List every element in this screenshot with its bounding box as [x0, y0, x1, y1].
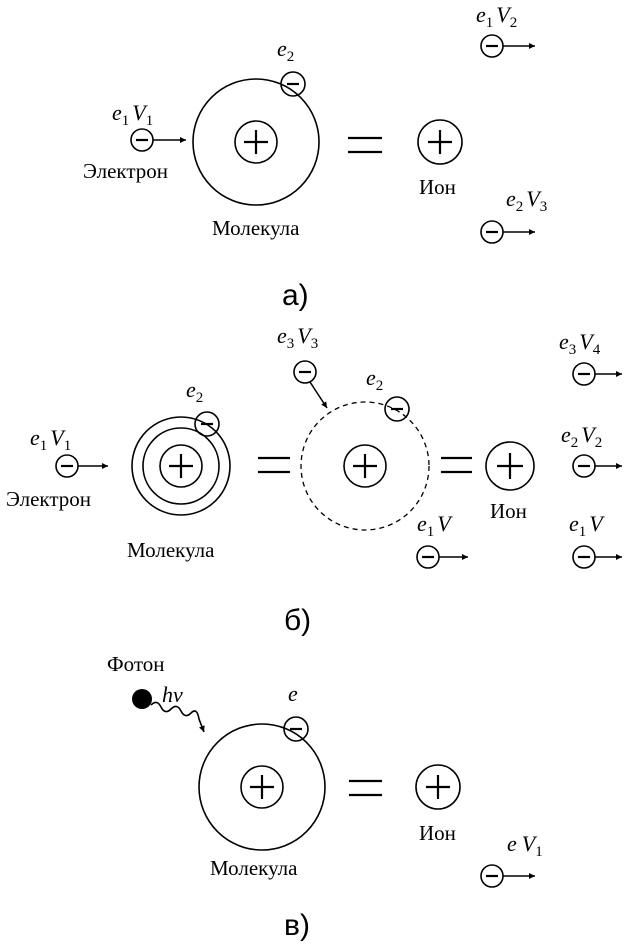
molecule-a: e2 Молекула: [192, 36, 320, 240]
ion-c: Ион: [415, 764, 461, 845]
panel-c: Фотон hν e Молекула Ион: [107, 652, 543, 942]
ion-a: Ион: [417, 119, 463, 199]
caption-c: в): [284, 909, 310, 942]
molecule-label: Молекула: [212, 216, 300, 240]
ion-label-b: Ион: [490, 499, 527, 523]
electron-label-b: Электрон: [6, 487, 91, 511]
equals-sign-b1: [258, 456, 290, 474]
molecule-label-c: Молекула: [210, 856, 298, 880]
bound-electron-e2: [280, 71, 306, 97]
molecule-b: e2 Молекула: [127, 377, 231, 562]
molecule-label-b: Молекула: [127, 538, 215, 562]
equals-sign-b2: [441, 456, 472, 474]
label-c-e: e: [288, 681, 298, 706]
molecule-c: e Молекула: [198, 681, 326, 880]
label-hv: hν: [162, 682, 183, 707]
caption-b: б): [284, 604, 311, 637]
label-e2: e2: [277, 36, 294, 65]
equals-sign-c: [349, 779, 382, 797]
photon: Фотон hν: [107, 652, 205, 733]
ion-label: Ион: [419, 175, 456, 199]
label-b-e2-mid: e2: [366, 365, 383, 394]
equals-sign-a: [348, 136, 382, 154]
caption-a: а): [282, 279, 309, 312]
ion-b: Ион: [485, 441, 535, 523]
label-b-e2-left: e2: [186, 377, 203, 406]
electron-label: Электрон: [83, 159, 168, 183]
ion-label-c: Ион: [419, 821, 456, 845]
photon-label: Фотон: [107, 652, 164, 676]
